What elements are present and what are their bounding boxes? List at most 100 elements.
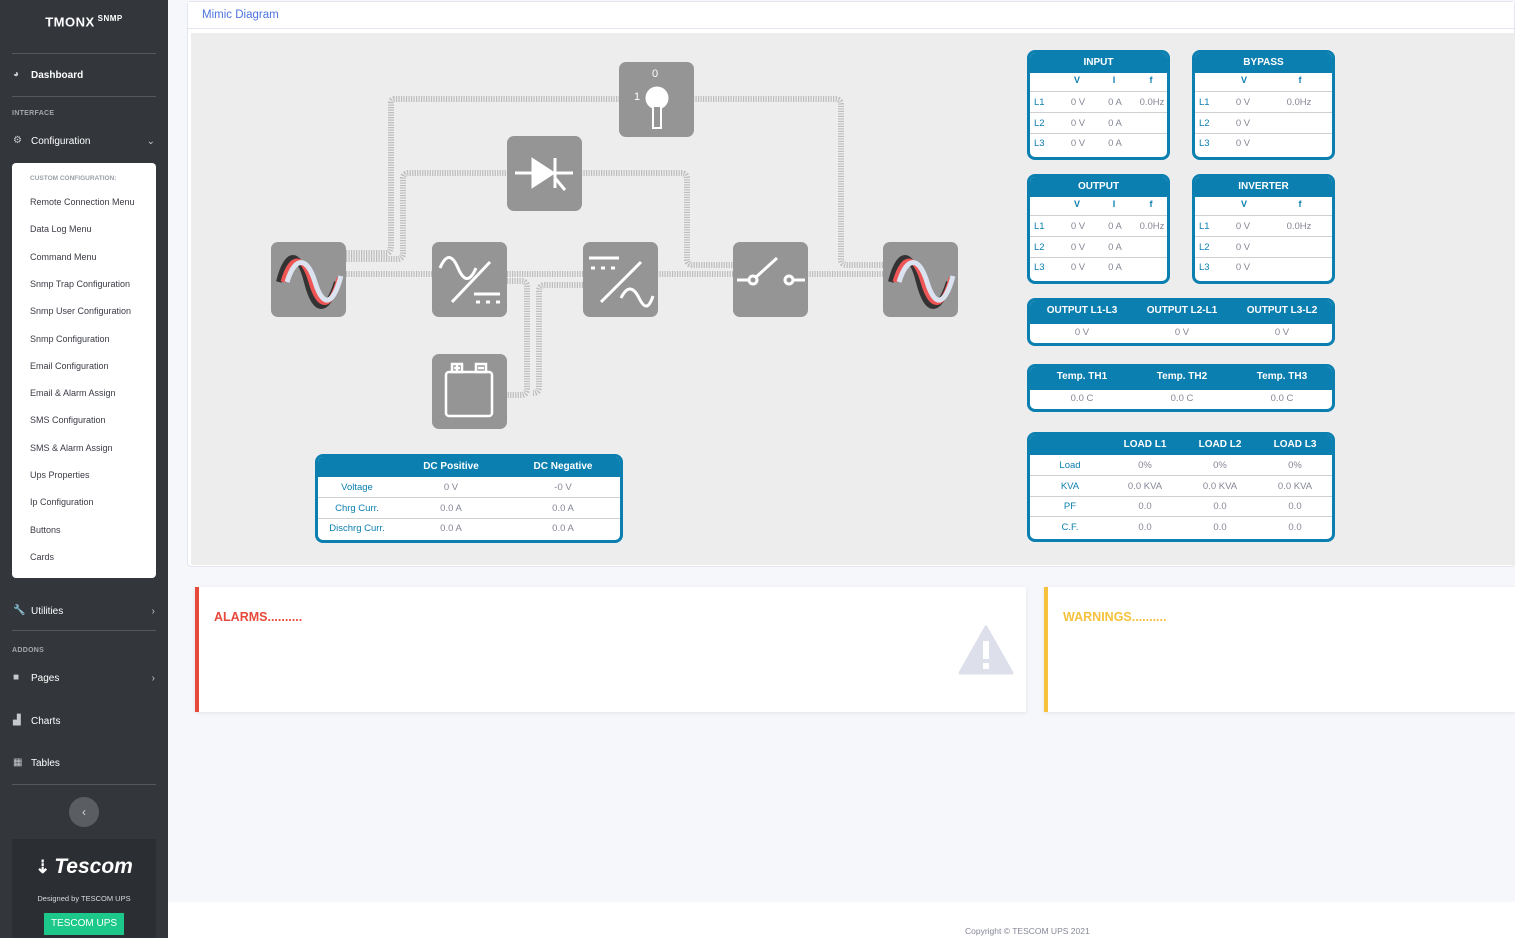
sidebar-brand-box: ⇣Tescom Designed by TESCOM UPS TESCOM UP…	[12, 839, 156, 938]
sidebar-item-label: Dashboard	[31, 69, 84, 81]
column-header: f	[1149, 75, 1153, 85]
table-cell: 0.0	[1138, 501, 1152, 512]
phase-label: L1	[1199, 97, 1210, 108]
sidebar-item-charts[interactable]: ▟ Charts	[13, 715, 60, 727]
table-icon: ▦	[13, 757, 23, 768]
row-divider	[1030, 323, 1332, 324]
row-label: Chrg Curr.	[335, 502, 379, 514]
alarms-title: ALARMS..........	[214, 610, 303, 624]
section-heading-interface: INTERFACE	[12, 110, 55, 117]
sidebar-divider	[12, 630, 156, 631]
submenu-item[interactable]: SMS Configuration	[30, 415, 106, 426]
column-header: LOAD L2	[1198, 439, 1242, 450]
table-cell: 0 V	[443, 482, 459, 493]
static-switch-icon	[733, 242, 808, 317]
table-cell: 0.0 A	[440, 523, 462, 534]
manual-bypass-switch-icon: 0 1	[619, 62, 694, 137]
table-cell: 0.0Hz	[1139, 97, 1165, 108]
sidebar-item-dashboard[interactable]: ◕Dashboard	[13, 69, 83, 81]
table-cell: 0 V	[1070, 241, 1086, 253]
table-cell: 0 V	[1174, 327, 1190, 338]
table-cell: 0 V	[1070, 221, 1086, 232]
row-divider	[1030, 91, 1167, 92]
sidebar-item-utilities[interactable]: 🔧Utilities ›	[13, 605, 155, 617]
table-cell: 0.0Hz	[1286, 97, 1312, 108]
column-header: V	[1240, 199, 1247, 209]
table-cell: 0 A	[1108, 138, 1122, 149]
table-cell: 0 V	[1235, 97, 1251, 108]
submenu-item[interactable]: Email & Alarm Assign	[30, 388, 116, 399]
column-header: f	[1149, 199, 1153, 209]
table-cell: 0 V	[1074, 327, 1090, 338]
sidebar-item-label: Charts	[31, 715, 61, 727]
designed-by-text: Designed by TESCOM UPS	[37, 894, 131, 903]
ac-source-icon	[271, 242, 346, 317]
row-label: Voltage	[341, 482, 373, 493]
submenu-item[interactable]: Snmp Trap Configuration	[30, 278, 131, 289]
sidebar-item-label: Tables	[31, 757, 60, 769]
table-cell: 0.0 A	[552, 523, 574, 534]
card-title: Mimic Diagram	[202, 9, 279, 21]
table-cell: 0 V	[1070, 138, 1086, 149]
warnings-panel: WARNINGS..........	[1044, 587, 1515, 712]
table-cell: 0.0Hz	[1139, 221, 1165, 232]
warnings-title: WARNINGS..........	[1063, 610, 1167, 624]
tescom-logo-icon: ⇣	[35, 857, 51, 877]
row-divider	[1195, 256, 1332, 258]
rectifier-icon	[432, 242, 507, 317]
table-cell: 0%	[1213, 460, 1227, 471]
row-label: Load	[1059, 460, 1081, 471]
row-divider	[1030, 475, 1332, 476]
submenu-item[interactable]: Snmp Configuration	[30, 333, 110, 344]
sidebar-divider	[12, 784, 156, 785]
chevron-left-icon: ‹	[82, 805, 86, 819]
sidebar-item-tables[interactable]: ▦ Tables	[13, 757, 60, 769]
column-header: LOAD L3	[1273, 439, 1317, 450]
row-label: C.F.	[1061, 521, 1079, 533]
table-cell: 0 V	[1070, 97, 1086, 108]
table-cell: 0.0 KVA	[1127, 480, 1163, 492]
table-cell: 0.0 C	[1170, 393, 1194, 404]
phase-label: L3	[1199, 262, 1210, 273]
sidebar-item-configuration[interactable]: ⚙Configuration ⌄	[13, 135, 155, 147]
submenu-item[interactable]: Email Configuration	[30, 360, 109, 371]
table-cell: 0 A	[1108, 241, 1122, 253]
submenu-item[interactable]: Ip Configuration	[30, 497, 94, 508]
submenu-item[interactable]: Ups Properties	[30, 470, 90, 480]
submenu-item[interactable]: Snmp User Configuration	[30, 306, 132, 317]
table-title: INVERTER	[1195, 177, 1332, 197]
table-cell: 0 V	[1235, 221, 1251, 232]
tescom-ups-button[interactable]: TESCOM UPS	[44, 913, 124, 935]
phase-label: L2	[1199, 241, 1210, 253]
row-divider	[1195, 132, 1332, 134]
phase-label: L3	[1199, 138, 1210, 149]
phase-label: L2	[1034, 241, 1045, 253]
table-header-bar	[318, 457, 620, 477]
row-label: PF	[1063, 501, 1077, 512]
table-title: OUTPUT	[1030, 177, 1167, 197]
table-cell: 0 V	[1274, 327, 1290, 338]
row-divider	[1030, 112, 1167, 113]
row-divider	[1195, 236, 1332, 237]
submenu-item[interactable]: Command Menu	[30, 251, 97, 262]
sidebar-toggle-button[interactable]: ‹	[69, 797, 99, 827]
table-header-bar	[1030, 367, 1332, 389]
submenu-item[interactable]: Data Log Menu	[30, 224, 92, 235]
chart-icon: ▟	[13, 715, 21, 726]
sidebar-item-pages[interactable]: ■Pages ›	[13, 672, 155, 684]
submenu-item[interactable]: SMS & Alarm Assign	[30, 442, 113, 453]
row-divider	[1195, 112, 1332, 113]
phase-label: L1	[1034, 221, 1045, 232]
gear-icon: ⚙	[13, 135, 22, 146]
switch-position-1: 1	[634, 91, 641, 103]
table-cell: 0.0 A	[552, 502, 574, 514]
submenu-item[interactable]: Cards	[30, 551, 55, 562]
table-cell: 0 V	[1235, 241, 1251, 253]
table-cell: 0 A	[1108, 262, 1122, 273]
submenu-item[interactable]: Buttons	[30, 524, 61, 535]
row-divider	[1030, 389, 1332, 390]
configuration-submenu: CUSTOM CONFIGURATION: Remote Connection …	[12, 163, 156, 578]
submenu-item[interactable]: Remote Connection Menu	[30, 197, 135, 207]
